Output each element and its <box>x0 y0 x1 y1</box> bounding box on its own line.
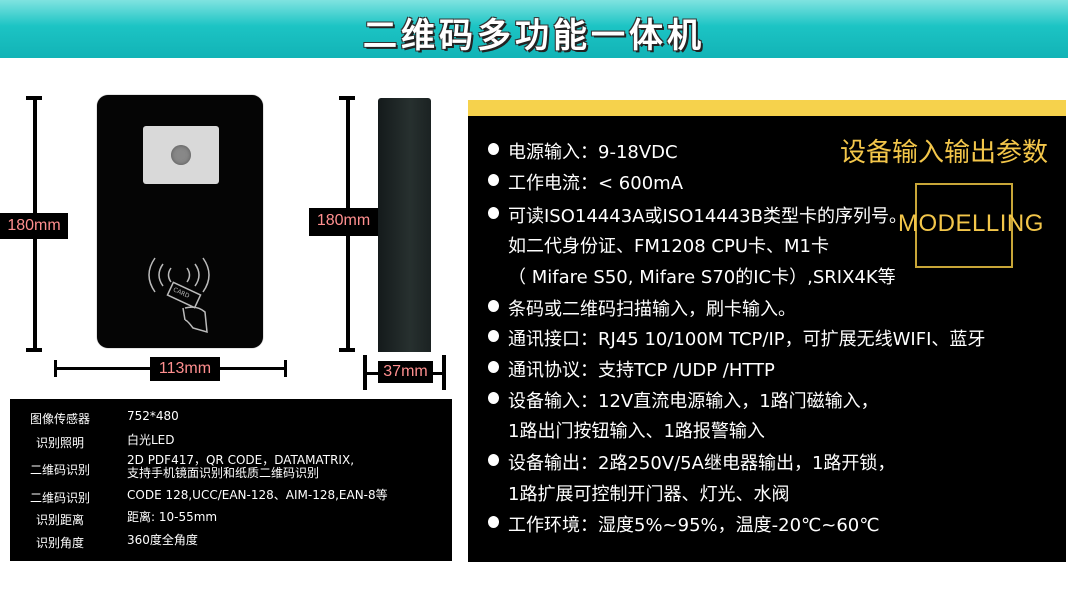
spec-label: 识别照明 <box>35 436 84 450</box>
bullet-icon <box>488 392 499 404</box>
dimension-tick <box>26 96 42 100</box>
side-depth-label: 37mm <box>378 361 433 383</box>
spec-line-text: 设备输入：12V直流电源输入，1路门磁输入， <box>508 391 879 412</box>
spec-line-text: 如二代身份证、FM1208 CPU卡、M1卡 <box>508 236 829 257</box>
bullet-icon <box>488 207 499 219</box>
spec-line-text: 1路出门按钮输入、1路报警输入 <box>508 421 765 442</box>
dimension-tick <box>442 355 446 390</box>
nfc-card-icon: CARD <box>148 257 210 334</box>
spec-value: CODE 128,UCC/EAN-128、AIM-128,EAN-8等 <box>127 488 388 502</box>
device-side-image <box>378 98 431 352</box>
spec-value: 距离: 10-55mm <box>127 510 218 524</box>
spec-value: 白光LED <box>127 433 175 447</box>
accent-bar <box>468 100 1066 116</box>
spec-line-text: 工作环境：湿度5%~95%，温度-20℃~60℃ <box>508 515 880 536</box>
device-front-image: CARD <box>97 95 263 348</box>
scanner-window <box>143 126 219 184</box>
front-width-label: 113mm <box>150 357 220 381</box>
spec-value: 2D PDF417，QR CODE，DATAMATRIX, <box>127 453 355 467</box>
spec-line-text: 电源输入：9-18VDC <box>508 142 678 163</box>
spec-line-text: 通讯接口：RJ45 10/100M TCP/IP，可扩展无线WIFI、蓝牙 <box>508 329 986 350</box>
spec-value: 752*480 <box>127 409 179 423</box>
front-height-label: 180mm <box>0 213 68 239</box>
spec-label: 识别角度 <box>35 536 84 550</box>
spec-line-text: （ Mifare S50, Mifare S70的IC卡）,SRIX4K等 <box>508 267 896 288</box>
spec-line-text: 条码或二维码扫描输入，刷卡输入。 <box>508 299 796 320</box>
spec-value: 360度全角度 <box>127 533 198 547</box>
bullet-icon <box>488 300 499 312</box>
spec-line-text: 可读ISO14443A或ISO14443B类型卡的序列号。 <box>508 206 907 227</box>
bullet-icon <box>488 174 499 186</box>
spec-line-text: 设备输出：2路250V/5A继电器输出，1路开锁， <box>508 453 896 474</box>
specs-table: 图像传感器 752*480 识别照明 白光LED 二维码识别 2D PDF417，QR… <box>10 399 452 561</box>
modelling-frame <box>915 183 1013 268</box>
spec-line-text: 1路扩展可控制开门器、灯光、水阀 <box>508 484 790 505</box>
bullet-icon <box>488 516 499 528</box>
spec-value: 支持手机镜面识别和纸质二维码识别 <box>127 466 320 480</box>
page-title: 二维码多功能一体机 <box>363 16 705 56</box>
spec-label: 二维码识别 <box>29 491 90 505</box>
dimension-tick <box>284 360 287 377</box>
dimension-tick <box>339 348 355 352</box>
dimension-tick <box>26 348 42 352</box>
spec-line-text: 工作电流：< 600mA <box>508 173 684 194</box>
dimension-tick <box>339 96 355 100</box>
bullet-icon <box>488 361 499 373</box>
side-height-label: 180mm <box>309 208 378 236</box>
spec-label: 图像传感器 <box>29 412 90 426</box>
camera-lens-icon <box>171 145 191 165</box>
dimension-tick <box>363 355 367 390</box>
dimension-tick <box>54 360 57 377</box>
io-spec-panel: 设备输入输出参数 MODELLING 电源输入：9-18VDC 工作电流：< 60… <box>468 116 1066 562</box>
bullet-icon <box>488 143 499 155</box>
spec-label: 二维码识别 <box>29 463 90 477</box>
modelling-text: MODELLING <box>898 210 1044 237</box>
bullet-icon <box>488 454 499 466</box>
bullet-icon <box>488 330 499 342</box>
spec-label: 识别距离 <box>35 513 84 527</box>
header-banner <box>0 0 1068 58</box>
spec-line-text: 通讯协议：支持TCP /UDP /HTTP <box>508 360 775 381</box>
io-panel-title: 设备输入输出参数 <box>840 138 1049 168</box>
